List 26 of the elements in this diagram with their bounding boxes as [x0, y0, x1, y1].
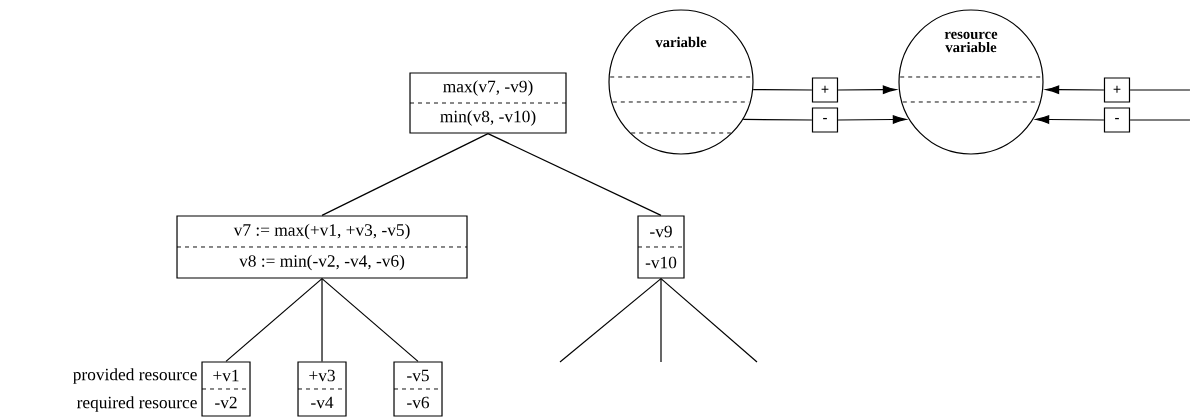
connector-line [321, 133, 489, 216]
sign-box: - [811, 107, 839, 133]
expression-box: max(v7, -v9) min(v8, -v10) [409, 72, 567, 134]
expression-box: -v9 -v10 [637, 215, 685, 279]
arrow [837, 85, 897, 94]
connector-line [225, 278, 323, 362]
connector-line [752, 89, 813, 91]
connector-line [742, 118, 813, 121]
leaf-box: -v5 -v6 [393, 361, 443, 417]
arrow [1035, 115, 1105, 124]
arrow [837, 115, 907, 124]
sign-box: + [1103, 77, 1131, 103]
sign-box: + [811, 77, 839, 103]
sign-box: - [1103, 107, 1131, 133]
expression-box: v7 := max(+v1, +v3, -v5) v8 := min(-v2, -v4, -v6) [176, 215, 468, 279]
arrow [1045, 85, 1105, 94]
connector-line [321, 278, 323, 362]
connector-line [487, 133, 662, 216]
leaf-box: +v3 -v4 [297, 361, 347, 417]
connector-line [660, 278, 758, 363]
connector-line [1129, 119, 1190, 121]
connector-line [1129, 89, 1190, 91]
connector-line [660, 278, 662, 363]
connector-line [559, 278, 662, 363]
connector-line [321, 278, 419, 362]
leaf-box: +v1 -v2 [201, 361, 251, 417]
